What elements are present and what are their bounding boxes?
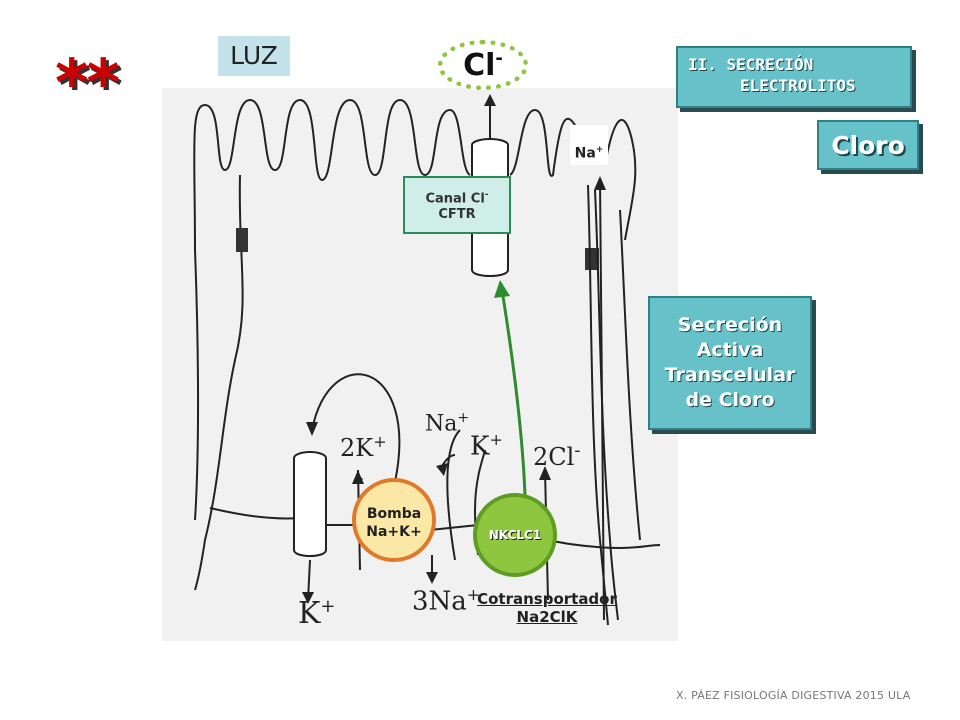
apical-membrane <box>193 98 637 251</box>
pump-line2: Na+K+ <box>366 524 422 540</box>
pump-line1: Bomba <box>366 506 422 522</box>
pump-label: Bomba Na+K+ <box>354 505 434 541</box>
k-bottom-label: K+ <box>298 596 336 631</box>
canal-line1: Canal Cl <box>425 191 485 207</box>
k-bottom-text: K <box>298 596 321 631</box>
na3-charge: + <box>466 585 481 604</box>
nkcc-label: NKCLC1 <box>488 528 542 542</box>
section-title: II. SECRECIÓN ELECTROLITOS <box>676 46 912 108</box>
chloride-symbol: Cl <box>463 47 496 83</box>
cftr-label: Canal Cl- CFTR <box>403 176 511 234</box>
chloride-charge: - <box>495 47 503 69</box>
cl2-charge: - <box>574 440 581 461</box>
section-title-line2: ELECTROLITOS <box>740 76 856 95</box>
na-mid-label: Na+ <box>425 410 469 436</box>
na3-text: 3Na <box>412 586 467 617</box>
na-top-charge: + <box>595 145 604 155</box>
na-mid-charge: + <box>457 410 470 426</box>
k2-text: 2K <box>340 434 374 462</box>
k-bottom-charge: + <box>320 596 336 617</box>
left-lateral-membrane <box>194 174 244 591</box>
cotransporter-line2: Na2ClK <box>516 608 578 626</box>
lumen-label: LUZ <box>218 36 290 76</box>
na-mid-text: Na <box>425 411 458 437</box>
secretion-line4: de Cloro <box>685 389 775 411</box>
k2-charge: + <box>373 432 387 451</box>
cotransporter-line1: Cotransportador <box>477 590 617 608</box>
k2-label: 2K+ <box>340 432 387 462</box>
k-mid-charge: + <box>489 430 503 449</box>
k-mid-text: K <box>470 431 490 462</box>
important-marker: ** <box>55 47 120 121</box>
secretion-line3: Transcelular <box>664 364 796 386</box>
section-title-line1: II. SECRECIÓN <box>688 55 814 74</box>
na-k-pump <box>352 478 436 562</box>
tight-junction-right <box>585 248 599 270</box>
basal-membrane <box>209 507 661 550</box>
cloro-badge: Cloro <box>817 120 919 170</box>
secretion-line1: Secreción <box>677 314 783 336</box>
cotransporter-label: Cotransportador Na2ClK <box>462 590 632 626</box>
secretion-line2: Activa <box>696 339 764 361</box>
k-channel <box>293 451 327 557</box>
chloride-flux-arrow <box>500 289 527 496</box>
chloride-ion-lumen: Cl- <box>438 40 528 90</box>
nkcc1-cotransporter <box>473 493 557 577</box>
footer-credit: X. PÁEZ FISIOLOGÍA DIGESTIVA 2015 ULA <box>676 689 911 702</box>
canal-line2: CFTR <box>438 207 476 223</box>
secretion-caption: Secreción Activa Transcelular de Cloro <box>648 296 812 430</box>
cl2-text: 2Cl <box>533 443 575 471</box>
canal-charge: - <box>484 189 489 200</box>
tight-junction-left <box>236 228 248 252</box>
cl2-label: 2Cl- <box>533 440 580 471</box>
k-mid-label: K+ <box>470 430 503 462</box>
na-top-symbol: Na <box>574 145 596 162</box>
na3-label: 3Na+ <box>412 585 480 617</box>
sodium-paracellular-label: Na+ <box>570 125 608 165</box>
